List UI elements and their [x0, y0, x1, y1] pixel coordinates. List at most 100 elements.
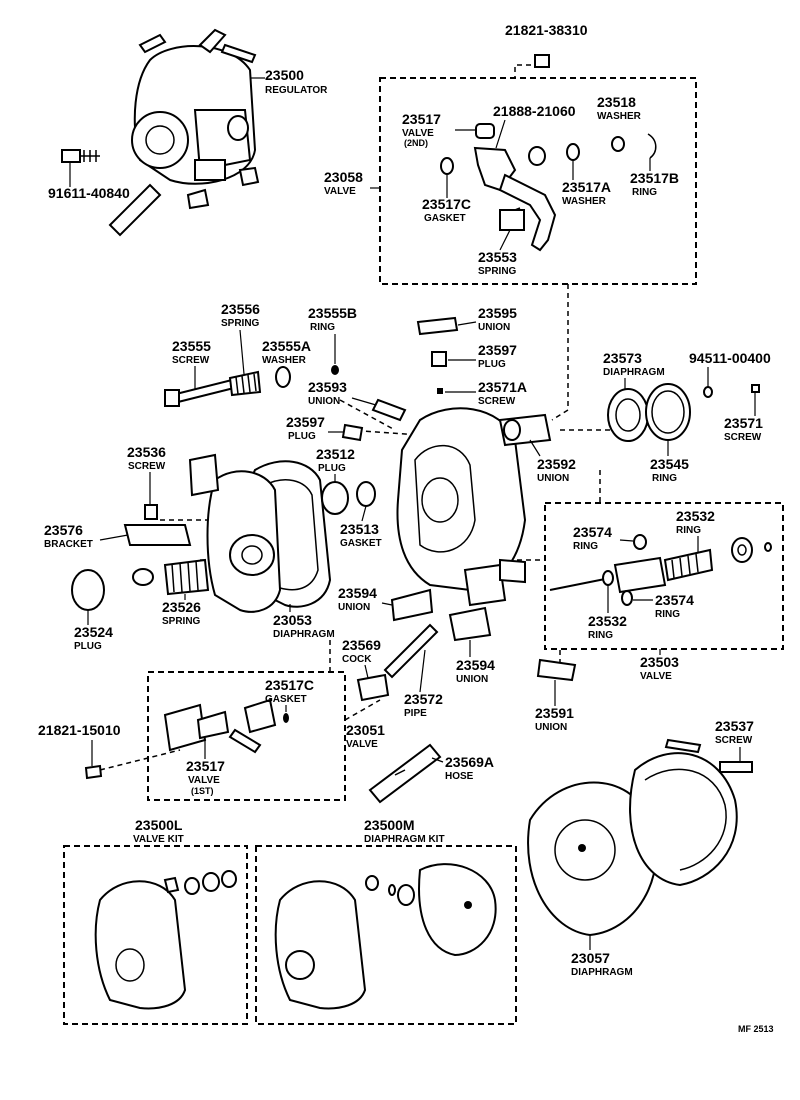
callout-number: 23573 [603, 350, 642, 366]
callout-name: SCREW [724, 432, 762, 443]
callout-name: SPRING [478, 266, 517, 277]
callout-number: 23517C [422, 196, 471, 212]
callout-name: HOSE [445, 771, 474, 782]
callout-23574-lower: 23574 RING [633, 592, 694, 620]
callout-number: 21821-15010 [38, 722, 121, 738]
callout-number: 23576 [44, 522, 83, 538]
group-box-23500M [255, 845, 517, 1025]
diaphragm-23053-drawing [206, 460, 332, 613]
callout-name: RING [676, 525, 701, 536]
callout-23517C-lower: 23517C GASKET [265, 677, 314, 712]
callout-name: COCK [342, 654, 372, 665]
callout-name: BRACKET [44, 539, 93, 550]
callout-23051: 23051 VALVE [346, 722, 385, 750]
callout-23513: 23513 GASKET [340, 505, 382, 549]
callout-name: UNION [456, 674, 488, 685]
callout-name: SPRING [162, 616, 201, 627]
callout-name: UNION [535, 722, 567, 733]
callout-name: UNION [478, 322, 510, 333]
callout-number: 23572 [404, 691, 443, 707]
callout-name: VALVE [346, 739, 378, 750]
diaphragm-23057-drawing [527, 738, 753, 937]
callout-23597-upper: 23597 PLUG [448, 342, 517, 370]
callout-number: 23526 [162, 599, 201, 615]
callout-23573: 23573 DIAPHRAGM [603, 350, 665, 390]
callout-number: 23532 [588, 613, 627, 629]
callout-number: 23513 [340, 521, 379, 537]
callout-number: 23591 [535, 705, 574, 721]
lower-middle-parts [356, 588, 577, 804]
callout-number: 23545 [650, 456, 689, 472]
callout-name: SCREW [715, 735, 753, 746]
callout-name: VALVE [402, 128, 434, 139]
callout-23537: 23537 SCREW [715, 718, 754, 762]
callout-23569: 23569 COCK [342, 637, 381, 679]
callout-21821-15010: 21821-15010 [38, 722, 121, 766]
callout-number: 23569 [342, 637, 381, 653]
callout-name: PLUG [288, 431, 316, 442]
callout-name: GASKET [424, 213, 466, 224]
callout-number: 23512 [316, 446, 355, 462]
callout-number: 23524 [74, 624, 113, 640]
callout-number: 23537 [715, 718, 754, 734]
callout-23594-right: 23594 UNION [456, 640, 495, 685]
callout-23517C-top: 23517C GASKET [422, 175, 471, 224]
callout-number: 23517C [265, 677, 314, 693]
regulator-assembly-drawing [61, 28, 260, 237]
callout-number: 23517 [402, 111, 441, 127]
callout-name: RING [310, 322, 335, 333]
callout-23545: 23545 RING [650, 440, 689, 484]
callout-21821-38310: 21821-38310 [505, 22, 588, 38]
callout-23500L: 23500L VALVE KIT [133, 817, 184, 845]
callout-name: PLUG [478, 359, 506, 370]
valve-23058-parts [440, 54, 657, 252]
callout-23524: 23524 PLUG [74, 610, 113, 652]
callout-number: 23556 [221, 301, 260, 317]
right-diaphragm-parts [607, 383, 760, 442]
callout-name: UNION [308, 396, 340, 407]
regulator-body-drawing [396, 407, 552, 607]
callout-name: DIAPHRAGM [273, 629, 335, 640]
callout-number: 23555 [172, 338, 211, 354]
callout-23572: 23572 PIPE [404, 649, 443, 719]
callout-name: VALVE [188, 775, 220, 786]
callout-23553: 23553 SPRING [478, 229, 517, 277]
callout-23571: 23571 SCREW [724, 393, 763, 443]
callout-number: 23594 [338, 585, 377, 601]
callout-23503: 23503 VALVE [640, 649, 679, 682]
callout-23555B: 23555B RING [308, 305, 357, 364]
callout-name: RING [588, 630, 613, 641]
callout-23594-left: 23594 UNION [338, 585, 393, 613]
callout-name: PLUG [74, 641, 102, 652]
callout-number: 23051 [346, 722, 385, 738]
callout-name: RING [652, 473, 677, 484]
callout-23597-left: 23597 PLUG [286, 414, 343, 442]
callout-name: SCREW [478, 396, 516, 407]
callout-name: GASKET [340, 538, 382, 549]
callout-23569A: 23569A HOSE [431, 754, 494, 782]
callout-name: SCREW [172, 355, 210, 366]
callout-23532-lower: 23532 RING [588, 585, 627, 641]
callout-number: 23574 [573, 524, 612, 540]
callout-name: WASHER [597, 111, 642, 122]
callout-23053: 23053 DIAPHRAGM [273, 604, 335, 640]
callout-94511-00400: 94511-00400 [689, 350, 771, 387]
callout-name: DIAPHRAGM KIT [364, 834, 445, 845]
callout-number: 23574 [655, 592, 694, 608]
valve-23051-parts [84, 698, 289, 780]
callout-name: PLUG [318, 463, 346, 474]
callout-23571A: 23571A SCREW [445, 379, 527, 407]
callout-sub: (2ND) [404, 138, 428, 148]
callout-number: 23592 [537, 456, 576, 472]
callout-number: 23595 [478, 305, 517, 321]
callout-name: WASHER [562, 196, 607, 207]
callout-sub: (1ST) [191, 786, 214, 796]
callout-23057: 23057 DIAPHRAGM [571, 935, 633, 978]
callout-number: 23058 [324, 169, 363, 185]
callout-23512: 23512 PLUG [316, 446, 355, 482]
callout-23536: 23536 SCREW [127, 444, 166, 505]
callout-number: 21821-38310 [505, 22, 588, 38]
callout-name: REGULATOR [265, 85, 328, 96]
callout-number: 23518 [597, 94, 636, 110]
callout-name: WASHER [262, 355, 307, 366]
